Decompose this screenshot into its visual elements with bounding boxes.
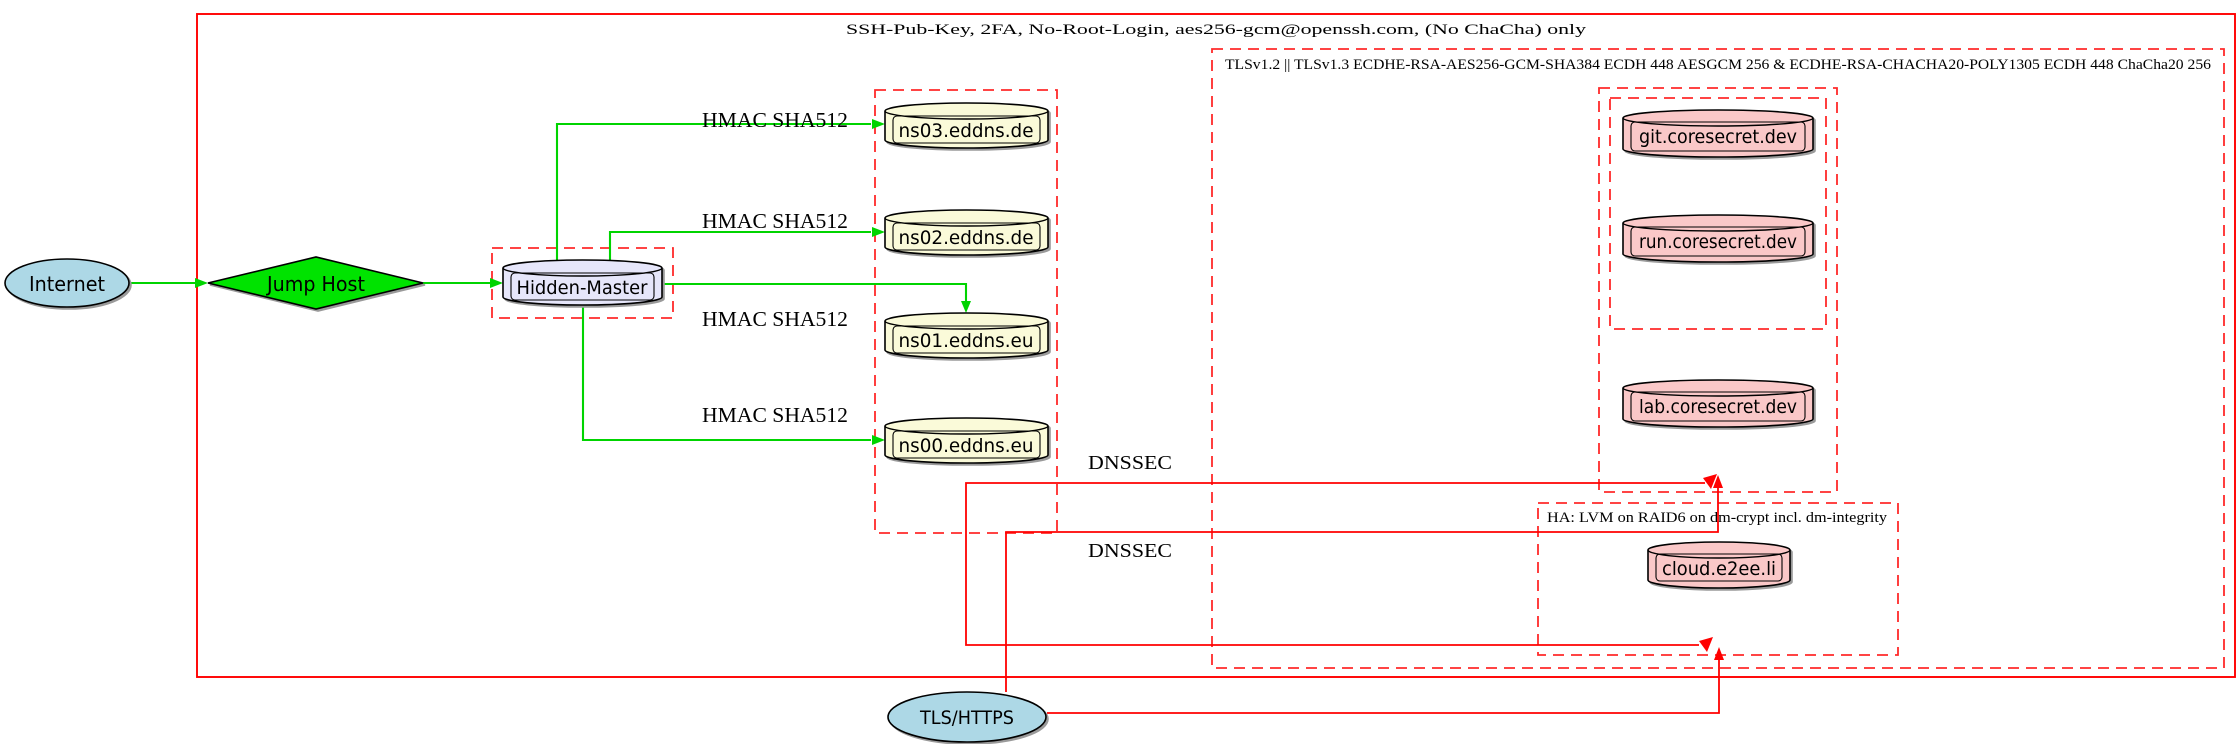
- edge-hiddenmaster-ns03: [555, 119, 885, 260]
- node-lab-label: lab.coresecret.dev: [1639, 396, 1797, 418]
- cluster-dns-box: [874, 89, 1058, 534]
- node-hidden-master-label: Hidden-Master: [517, 277, 648, 299]
- edge-label-hmac-ns02: HMAC SHA512: [702, 209, 848, 233]
- edge-hiddenmaster-ns01: [662, 282, 971, 313]
- node-jump-host: Jump Host: [207, 256, 424, 310]
- node-jump-host-label: Jump Host: [265, 272, 365, 296]
- edge-label-hmac-ns00: HMAC SHA512: [702, 403, 848, 427]
- edge-label-hmac-ns01: HMAC SHA512: [702, 307, 848, 331]
- node-hidden-master: Hidden-Master: [502, 259, 663, 306]
- edge-dnssec-ha: [965, 533, 1713, 652]
- node-cloud: cloud.e2ee.li: [1647, 541, 1791, 589]
- node-internet: Internet: [4, 258, 130, 308]
- edge-internet-jumphost: [130, 278, 208, 288]
- node-git-label: git.coresecret.dev: [1639, 126, 1797, 148]
- edge-label-dnssec-2: DNSSEC: [1088, 540, 1172, 562]
- edge-hiddenmaster-ns02: [608, 227, 885, 260]
- edge-label-hmac-ns03: HMAC SHA512: [702, 108, 848, 132]
- node-lab: lab.coresecret.dev: [1622, 379, 1814, 428]
- node-ns02-label: ns02.eddns.de: [899, 227, 1034, 249]
- cluster-tls-box: [1211, 48, 2225, 669]
- edge-hiddenmaster-ns00: [581, 304, 885, 445]
- edge-jumphost-hiddenmaster: [423, 278, 503, 288]
- edge-tls-ha: [1047, 647, 1724, 714]
- node-ns00: ns00.eddns.eu: [884, 417, 1049, 464]
- edge-dnssec-coresecret: [965, 474, 1717, 533]
- node-internet-label: Internet: [29, 272, 105, 296]
- node-tls-https-label: TLS/HTTPS: [919, 707, 1014, 729]
- node-ns02: ns02.eddns.de: [884, 209, 1049, 256]
- node-ns03-label: ns03.eddns.de: [899, 120, 1034, 142]
- node-run: run.coresecret.dev: [1622, 214, 1814, 263]
- node-run-label: run.coresecret.dev: [1639, 231, 1797, 253]
- node-ns03: ns03.eddns.de: [884, 102, 1049, 149]
- cluster-ssh-label: SSH-Pub-Key, 2FA, No-Root-Login, aes256-…: [846, 22, 1587, 38]
- cluster-tls-label: TLSv1.2 || TLSv1.3 ECDHE-RSA-AES256-GCM-…: [1225, 57, 2212, 73]
- cluster-ssh-box: [196, 13, 2236, 678]
- cluster-gitrun-box: [1609, 97, 1827, 330]
- node-git: git.coresecret.dev: [1622, 109, 1814, 158]
- node-cloud-label: cloud.e2ee.li: [1662, 558, 1776, 580]
- node-ns01: ns01.eddns.eu: [884, 312, 1049, 359]
- node-tls-https: TLS/HTTPS: [887, 691, 1047, 743]
- node-ns00-label: ns00.eddns.eu: [899, 435, 1034, 457]
- edge-tls-coresecret: [1005, 475, 1723, 692]
- edge-label-dnssec-1: DNSSEC: [1088, 452, 1172, 474]
- node-ns01-label: ns01.eddns.eu: [899, 330, 1034, 352]
